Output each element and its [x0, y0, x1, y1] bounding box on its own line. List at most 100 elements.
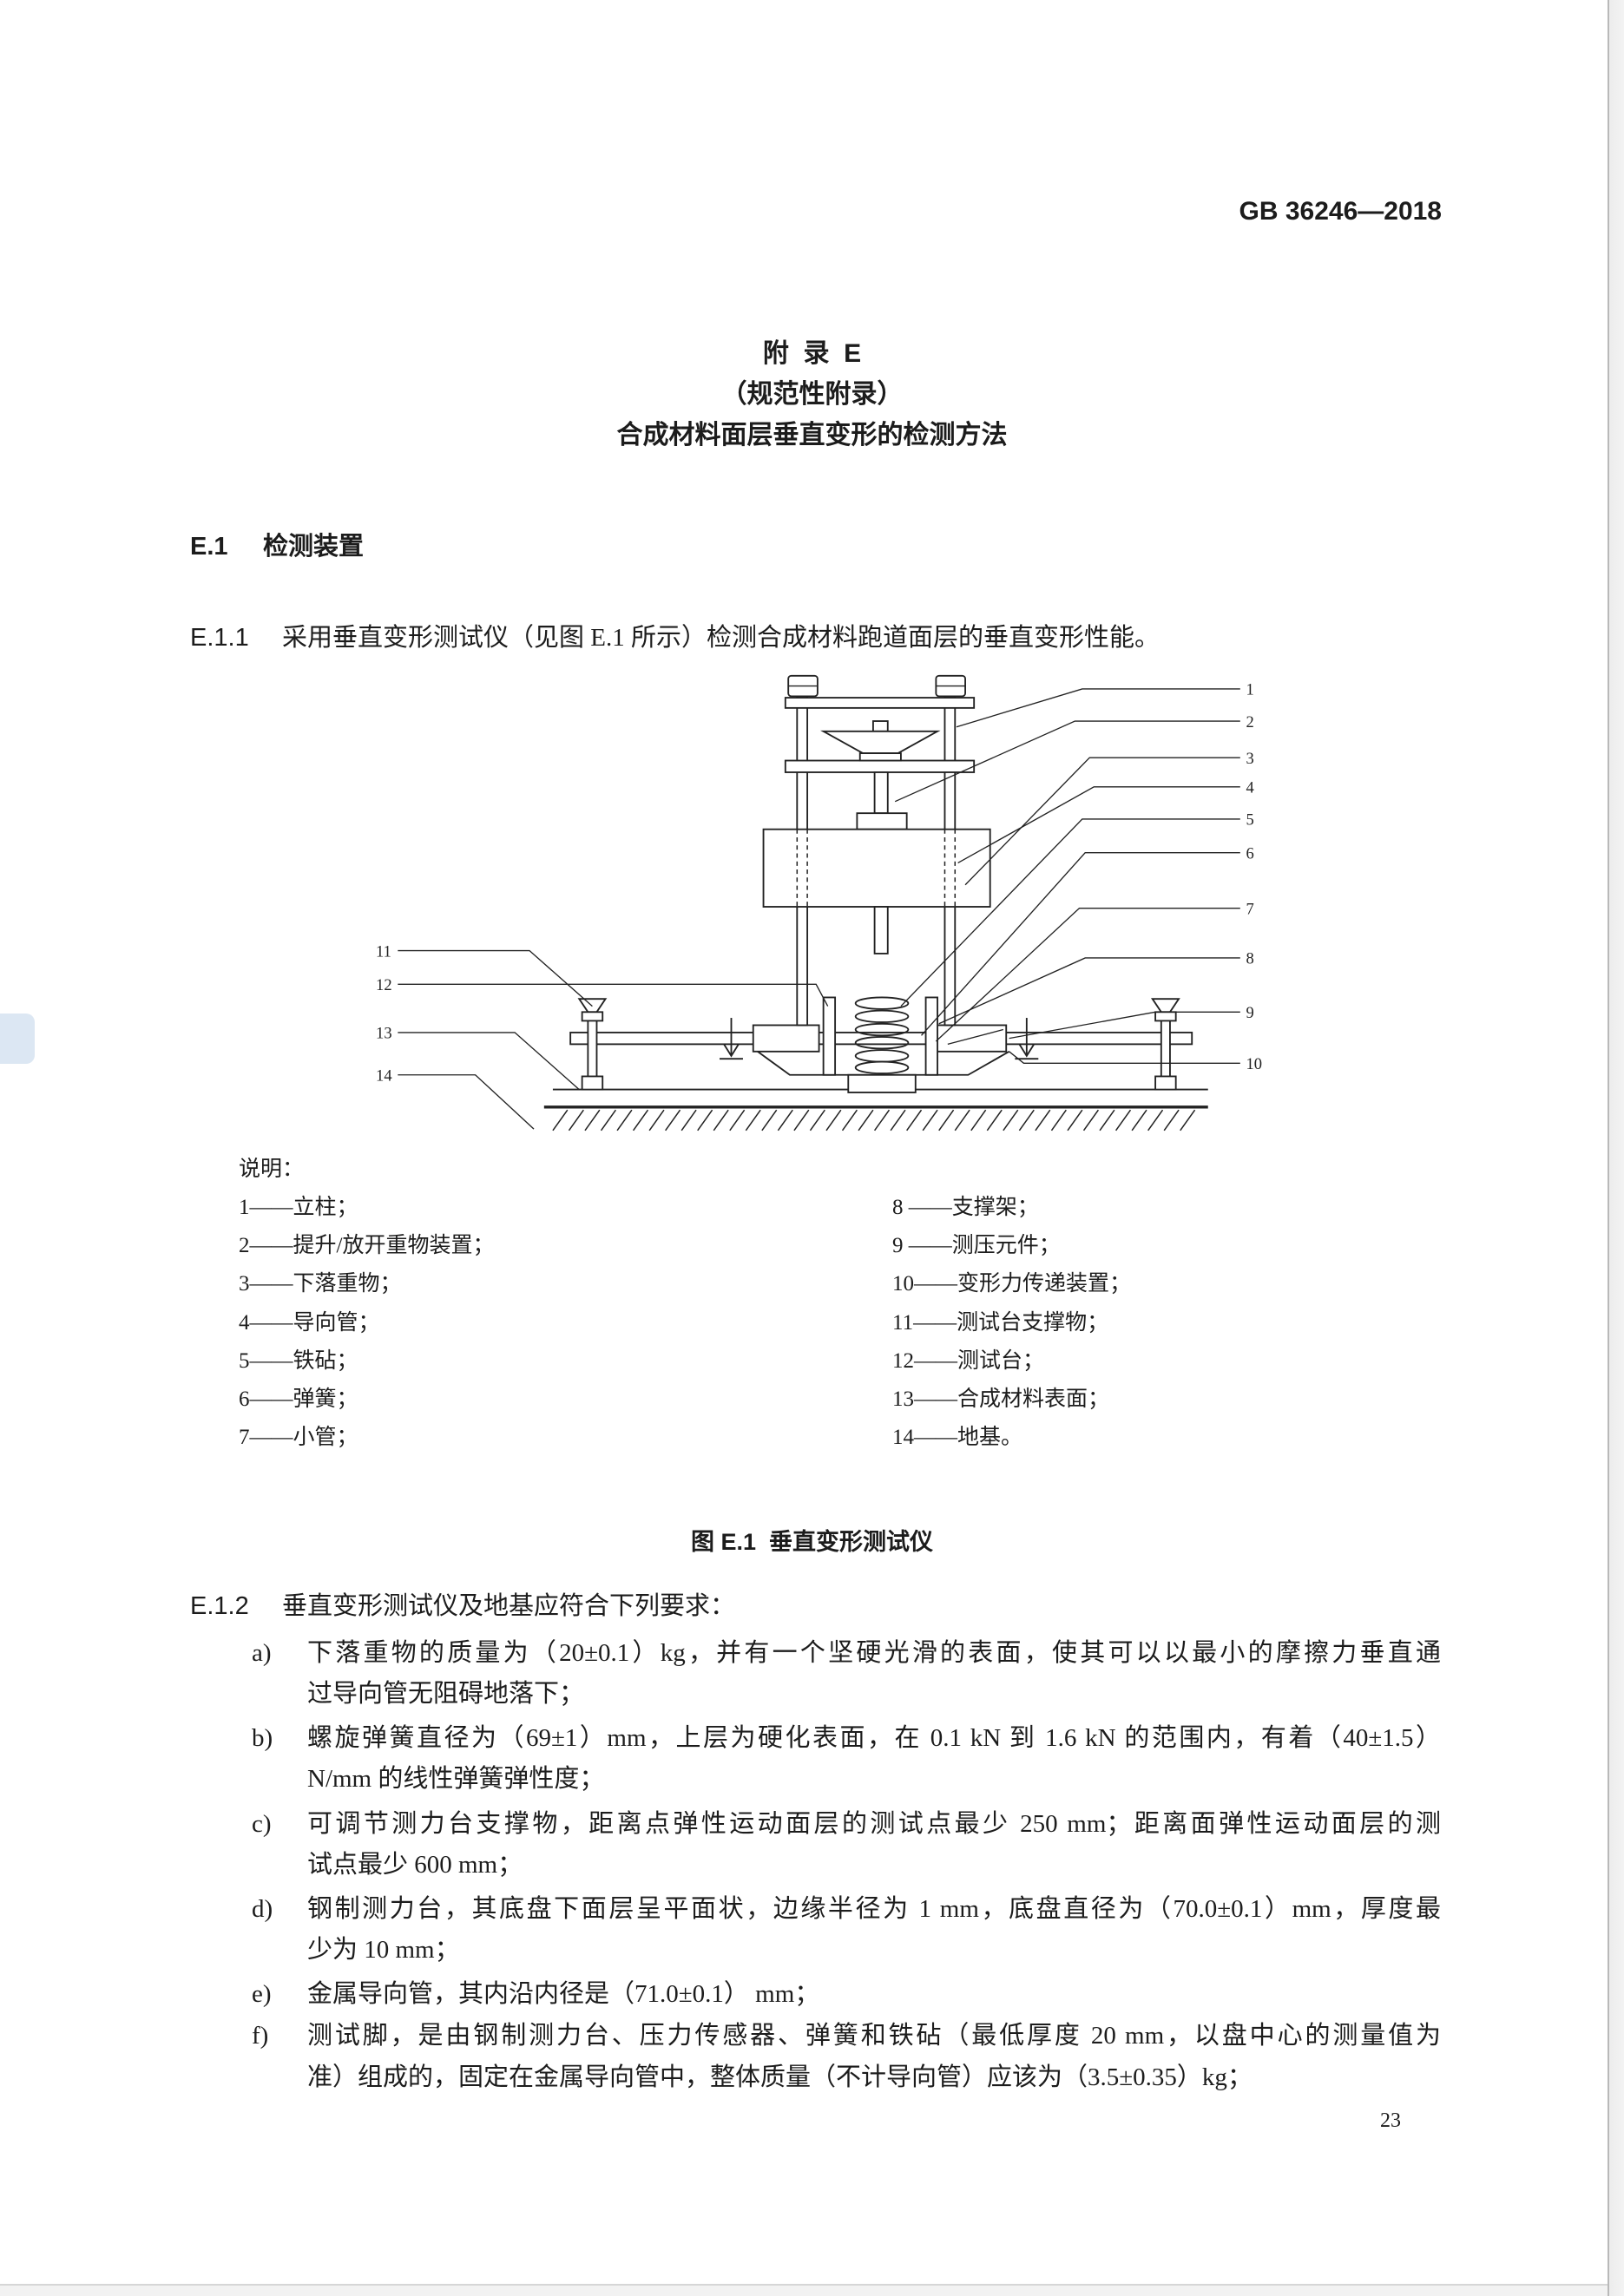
legend-item: 3——下落重物；	[239, 1272, 402, 1296]
support-foot	[1154, 1075, 1177, 1091]
hatch-line	[938, 1109, 955, 1132]
hatch-line	[954, 1109, 970, 1132]
section-title: 检测装置	[263, 533, 365, 561]
hatch-line	[761, 1109, 778, 1132]
list-item-line: 钢制测力台，其底盘下面层呈平面状，边缘半径为 1 mm，底盘直径为（70.0±0…	[307, 1895, 1441, 1923]
leader-5	[900, 818, 1240, 1007]
list-item-line: 少为 10 mm；	[307, 1936, 460, 1964]
hatch-line	[1035, 1109, 1051, 1132]
spring-coil	[854, 996, 910, 1010]
legend-item: 10——变形力传递装置；	[892, 1272, 1132, 1296]
list-item-line: 下落重物的质量为（20±0.1）kg，并有一个坚硬光滑的表面，使其可以以最小的摩…	[307, 1639, 1441, 1667]
hatch-line	[1163, 1109, 1180, 1132]
list-item-label: a)	[252, 1639, 272, 1667]
annex-type: （规范性附录）	[720, 380, 904, 409]
leader-7	[935, 908, 1240, 1042]
top-plate	[784, 697, 976, 709]
hatch-line	[729, 1109, 746, 1132]
leader-11	[398, 949, 593, 1007]
support-rod	[1160, 1020, 1171, 1080]
leader-12	[398, 983, 829, 1007]
page-bottom-edge	[0, 2284, 1608, 2296]
callout-13: 13	[376, 1025, 392, 1043]
legend-item: 14——地基。	[892, 1426, 1023, 1449]
callout-labels: 1 2 3 4 5 6 7 8 9 10 11 12 13 14	[376, 681, 1262, 1086]
legend-item: 9 ——测压元件；	[892, 1234, 1061, 1257]
legend-item: 12——测试台；	[892, 1349, 1045, 1373]
hatch-line	[713, 1109, 729, 1132]
spring-coil	[854, 1009, 910, 1024]
hatch-line	[922, 1109, 938, 1132]
hatch-line	[697, 1109, 713, 1132]
cone-knob	[871, 720, 889, 732]
clause-text: 采用垂直变形测试仪（见图 E.1 所示）检测合成材料跑道面层的垂直变形性能。	[282, 624, 1160, 652]
list-item-label: b)	[252, 1724, 273, 1752]
hatch-line	[600, 1109, 616, 1132]
page-right-edge	[1608, 0, 1624, 2296]
hatch-line	[793, 1109, 810, 1132]
scan-mark	[0, 1014, 35, 1064]
hatch-line	[1003, 1109, 1019, 1132]
legend-item: 7——小管；	[239, 1426, 358, 1449]
leader-6	[921, 851, 1240, 1036]
hatch-line	[1067, 1109, 1083, 1132]
test-table-bar	[569, 1031, 1193, 1046]
leader-2	[894, 720, 1240, 803]
callout-8: 8	[1246, 950, 1254, 968]
hatch-line	[1131, 1109, 1147, 1132]
upper-rod	[873, 771, 889, 815]
list-item-label: e)	[252, 1980, 272, 2008]
release-plate	[784, 759, 976, 773]
list-item-line: 测试脚，是由钢制测力台、压力传感器、弹簧和铁砧（最低厚度 20 mm，以盘中心的…	[307, 2022, 1441, 2050]
annex-title: 合成材料面层垂直变形的检测方法	[616, 421, 1008, 449]
arrow-left	[720, 1018, 743, 1060]
hatch-line	[584, 1109, 601, 1132]
spring-coil	[854, 1060, 910, 1074]
support-nut	[1154, 1011, 1177, 1022]
callout-10: 10	[1246, 1055, 1263, 1073]
spring	[854, 996, 910, 1074]
callout-1: 1	[1246, 681, 1254, 699]
hatch-line	[809, 1109, 825, 1132]
hatch-line	[568, 1109, 584, 1132]
callout-9: 9	[1246, 1004, 1254, 1022]
support-rod	[587, 1020, 598, 1080]
legend-item: 2——提升/放开重物装置；	[239, 1234, 495, 1257]
list-item-line: 可调节测力台支撑物，距离点弹性运动面层的测试点最少 250 mm；距离面弹性运动…	[307, 1810, 1441, 1838]
list-item-line: 金属导向管，其内沿内径是（71.0±0.1） mm；	[307, 1980, 820, 2008]
arrow-head	[1018, 1043, 1036, 1058]
hatch-line	[1180, 1109, 1196, 1132]
hatch-line	[616, 1109, 633, 1132]
hatch-line	[777, 1109, 793, 1132]
cone-disk	[858, 752, 902, 762]
leader-4	[957, 786, 1240, 864]
ground-foundation	[543, 1105, 1208, 1132]
hatch-line	[681, 1109, 697, 1132]
legend-item: 4——导向管；	[239, 1311, 380, 1335]
leader-9	[1009, 1011, 1240, 1040]
list-item-line: N/mm 的线性弹簧弹性度；	[307, 1765, 605, 1793]
list-item-line: 准）组成的，固定在金属导向管中，整体质量（不计导向管）应该为（3.5±0.35）…	[307, 2063, 1253, 2091]
page-number: 23	[1380, 2109, 1401, 2132]
hatch-line	[1114, 1109, 1132, 1132]
test-foot-base	[847, 1073, 917, 1093]
callout-3: 3	[1246, 750, 1254, 768]
hatch-line	[986, 1109, 1003, 1132]
callout-4: 4	[1246, 779, 1254, 797]
legend-title: 说明：	[239, 1158, 305, 1181]
hatch-line	[648, 1109, 665, 1132]
leader-8	[938, 957, 1240, 1025]
callout-6: 6	[1246, 844, 1254, 863]
hatch-line	[665, 1109, 681, 1132]
hatch-line	[970, 1109, 987, 1132]
list-item-label: f)	[252, 2022, 269, 2050]
ground-hatching	[552, 1109, 1196, 1132]
leader-13	[398, 1032, 580, 1091]
figure-caption: 图 E.1 垂直变形测试仪	[690, 1529, 934, 1555]
list-item-label: c)	[252, 1810, 272, 1838]
annex-label: 附 录 E	[762, 339, 862, 368]
legend-item: 13——合成材料表面；	[892, 1387, 1110, 1411]
leader-3	[964, 757, 1240, 886]
hatch-line	[632, 1109, 649, 1132]
top-nuts	[787, 674, 966, 698]
